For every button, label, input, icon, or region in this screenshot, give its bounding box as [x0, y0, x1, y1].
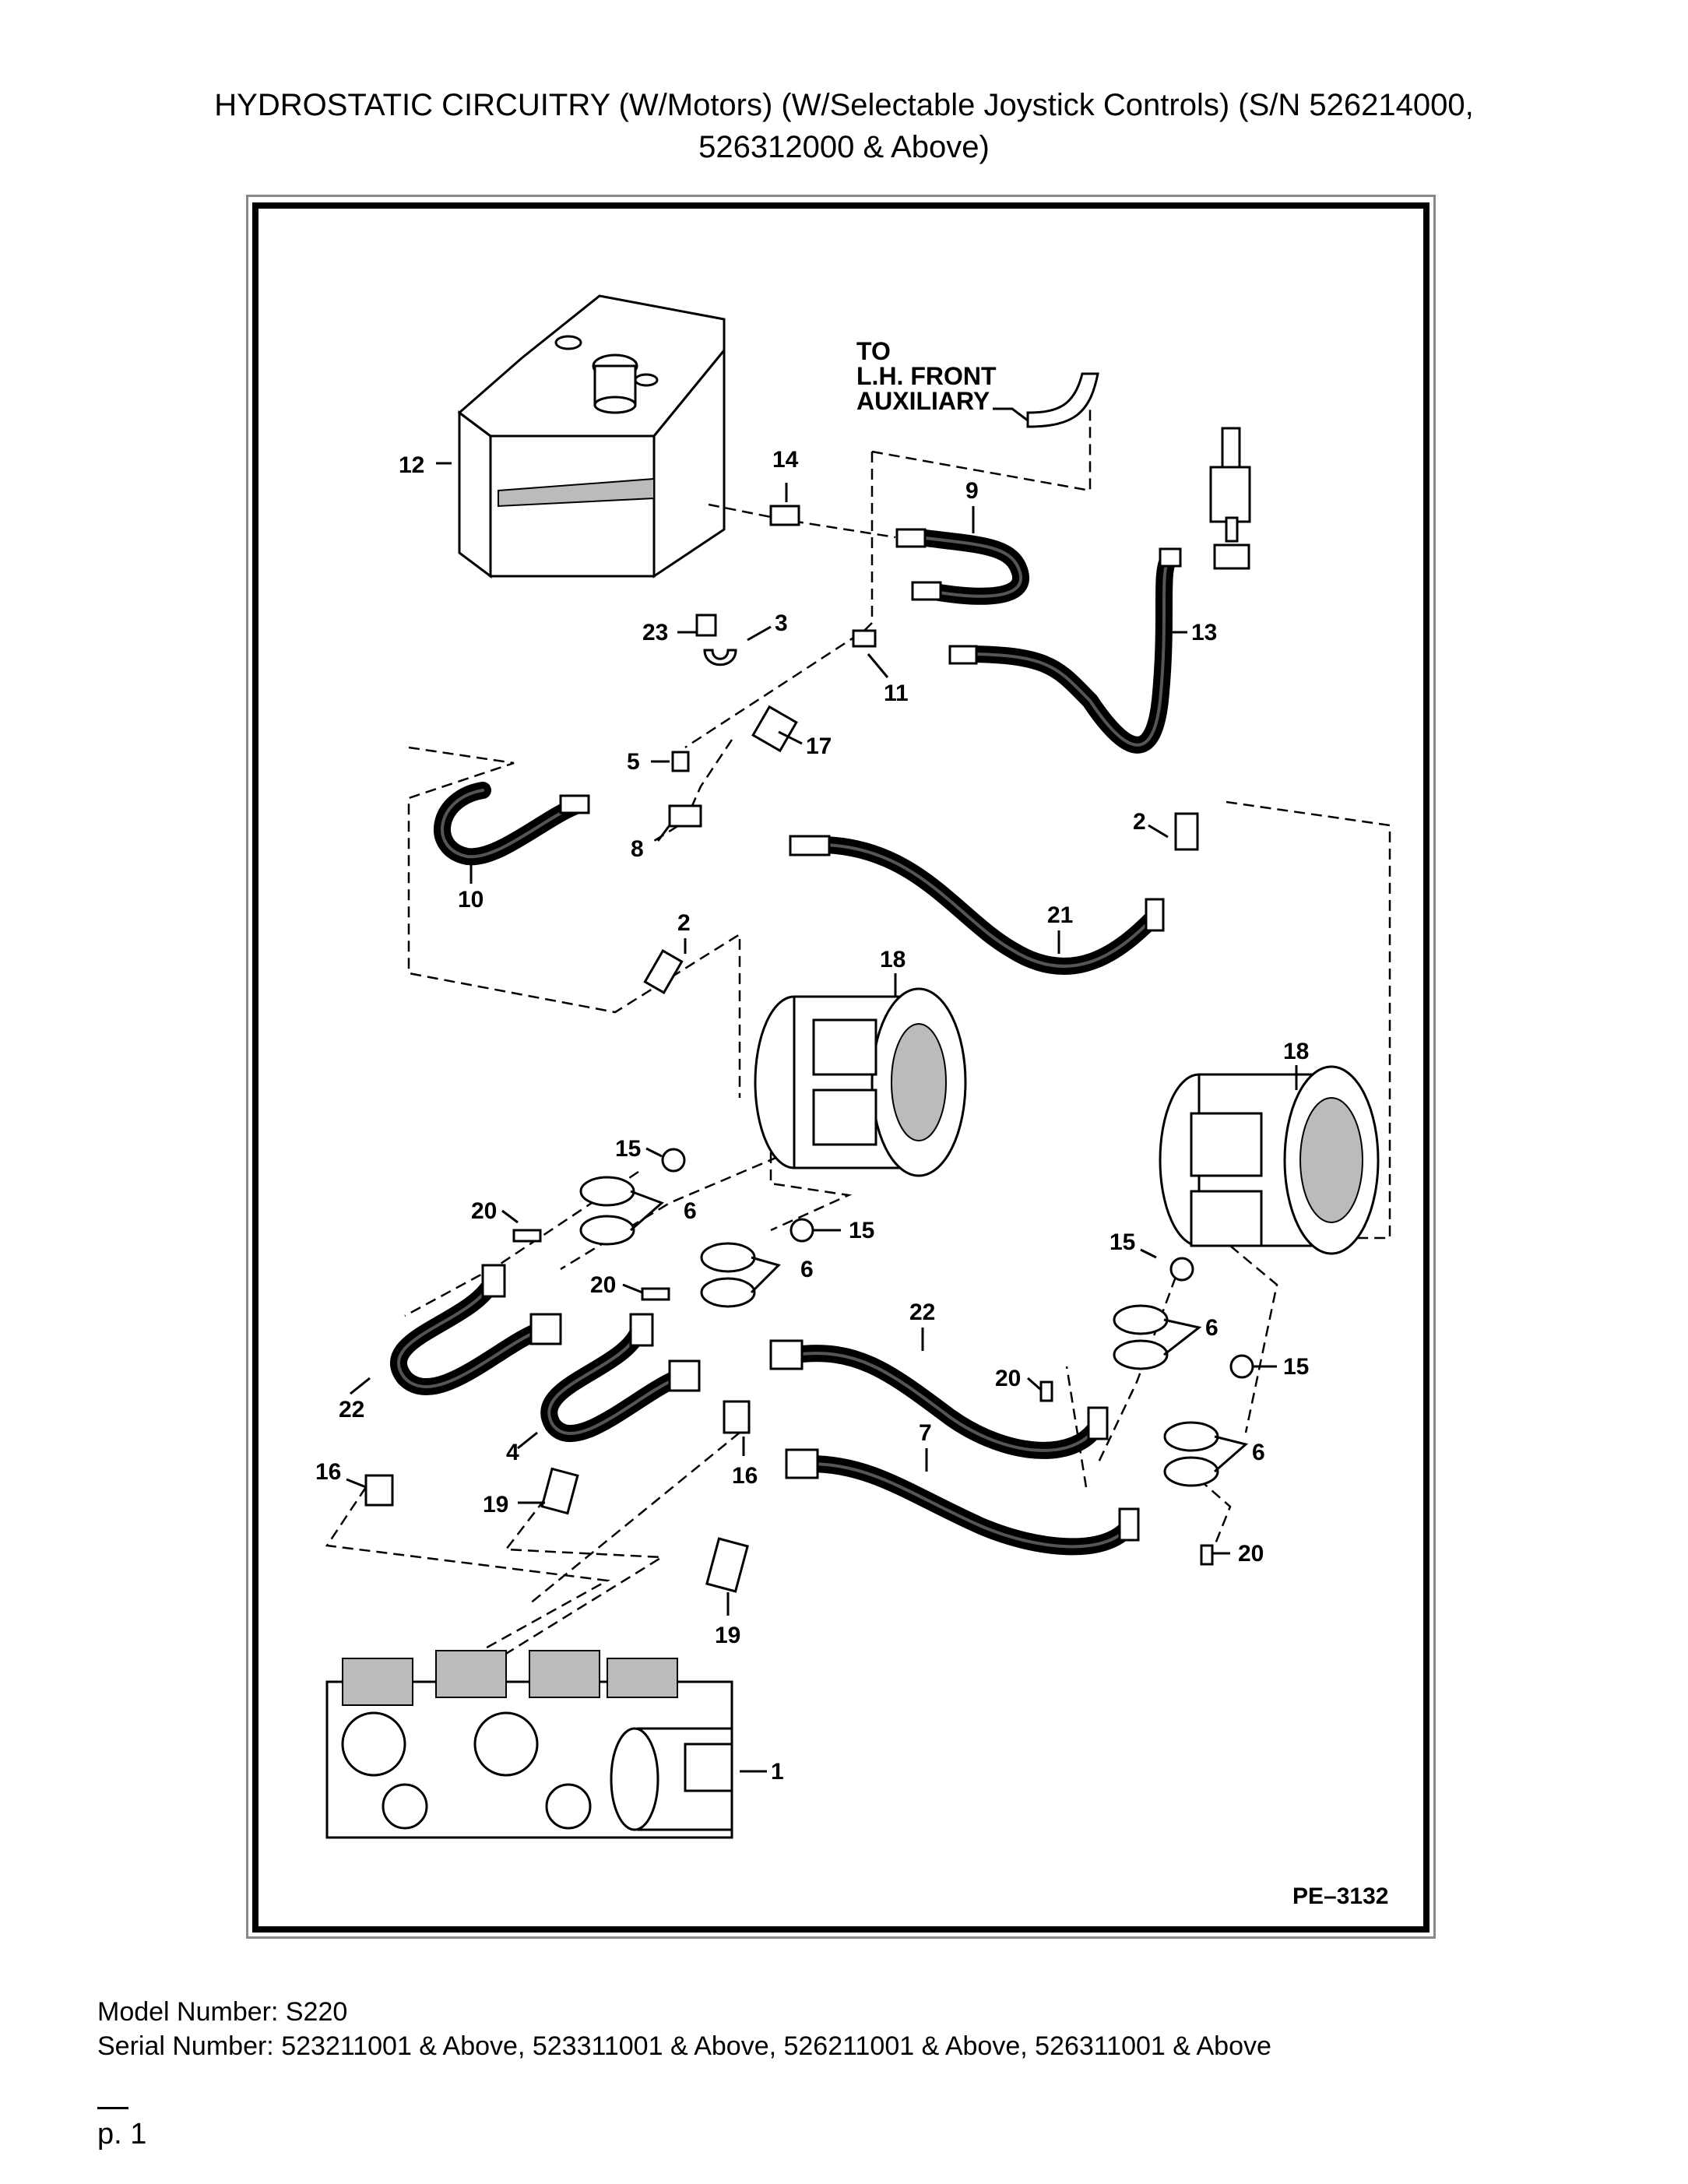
callout-18-right: 18: [1283, 1039, 1309, 1064]
callout-3: 3: [775, 610, 788, 636]
callout-4: 4: [506, 1440, 519, 1465]
callout-18-left: 18: [880, 947, 906, 972]
callout-6-a: 6: [684, 1198, 697, 1224]
callout-1: 1: [771, 1759, 784, 1785]
callout-17: 17: [806, 733, 832, 759]
hose-9: [895, 528, 1029, 605]
hose-7: [785, 1448, 1140, 1556]
diagram-frame: [252, 202, 1430, 1933]
hose-22-right: [769, 1339, 1109, 1459]
callout-15-c: 15: [1110, 1229, 1135, 1255]
title-line-1: HYDROSTATIC CIRCUITRY (W/Motors) (W/Sele…: [214, 88, 1474, 122]
callout-6-b: 6: [800, 1257, 814, 1282]
callout-labels: 12 14 9 23 3 11 13 17 5 8 10 2 21 2 18 1…: [315, 447, 1309, 1785]
callout-12: 12: [399, 452, 424, 478]
serial-number: Serial Number: 523211001 & Above, 523311…: [97, 2031, 1271, 2061]
diagram-frame-outer: [246, 195, 1436, 1939]
callout-20-d: 20: [1238, 1541, 1264, 1567]
auxiliary-note: TO L.H. FRONT AUXILIARY: [856, 337, 997, 415]
callout-14: 14: [772, 447, 799, 473]
note-line-2: L.H. FRONT: [856, 362, 997, 390]
valve-assembly: [1209, 427, 1251, 570]
callout-19-left: 19: [483, 1492, 508, 1518]
footer-divider: [97, 2107, 128, 2109]
title-line-2: 526312000 & Above): [698, 130, 990, 164]
callout-10: 10: [458, 887, 484, 913]
page-title: HYDROSTATIC CIRCUITRY (W/Motors) (W/Sele…: [0, 84, 1688, 168]
page-number: p. 1: [97, 2118, 147, 2151]
motor-right: [1159, 1065, 1380, 1255]
auxiliary-hose: [1026, 372, 1099, 428]
note-line-1: TO: [856, 337, 891, 365]
callout-6-d: 6: [1252, 1440, 1265, 1465]
callout-9: 9: [965, 478, 979, 504]
diagram-code: PE–3132: [1292, 1883, 1388, 1909]
callout-16-right: 16: [732, 1463, 758, 1489]
callout-7: 7: [919, 1420, 932, 1446]
callout-21: 21: [1047, 902, 1073, 928]
motor-left: [754, 987, 967, 1177]
callout-19-right: 19: [715, 1623, 740, 1648]
hydrostatic-pump: [325, 1650, 733, 1839]
reservoir-tank: [457, 294, 726, 579]
callout-6-c: 6: [1205, 1315, 1219, 1341]
callout-20-a: 20: [471, 1198, 497, 1224]
fitting-14: [769, 505, 800, 526]
leader-lines: [346, 407, 1298, 1773]
callout-2-left: 2: [677, 910, 691, 936]
callout-20-b: 20: [590, 1272, 616, 1298]
callout-13: 13: [1191, 620, 1217, 645]
callout-15-d: 15: [1283, 1354, 1309, 1380]
callout-8: 8: [631, 836, 644, 862]
fittings-upper: [643, 505, 1199, 994]
callout-15-b: 15: [849, 1218, 874, 1243]
hose-13: [948, 547, 1182, 754]
model-number: Model Number: S220: [97, 1997, 348, 2027]
callout-15-a: 15: [615, 1136, 641, 1162]
seals-and-flanges: [512, 1148, 1254, 1566]
callout-5: 5: [627, 749, 640, 775]
callout-22-left: 22: [339, 1397, 364, 1423]
callout-23: 23: [642, 620, 668, 645]
note-line-3: AUXILIARY: [856, 387, 990, 415]
callout-11: 11: [884, 681, 909, 706]
hose-21: [789, 835, 1165, 975]
callout-16-left: 16: [315, 1459, 341, 1485]
callout-2-right: 2: [1133, 809, 1146, 835]
hose-22-left: [390, 1264, 562, 1395]
hose-10: [434, 782, 590, 866]
callout-22-right: 22: [909, 1299, 935, 1325]
hose-4: [540, 1313, 701, 1442]
callout-20-c: 20: [995, 1366, 1021, 1391]
adapters: [364, 1400, 751, 1593]
